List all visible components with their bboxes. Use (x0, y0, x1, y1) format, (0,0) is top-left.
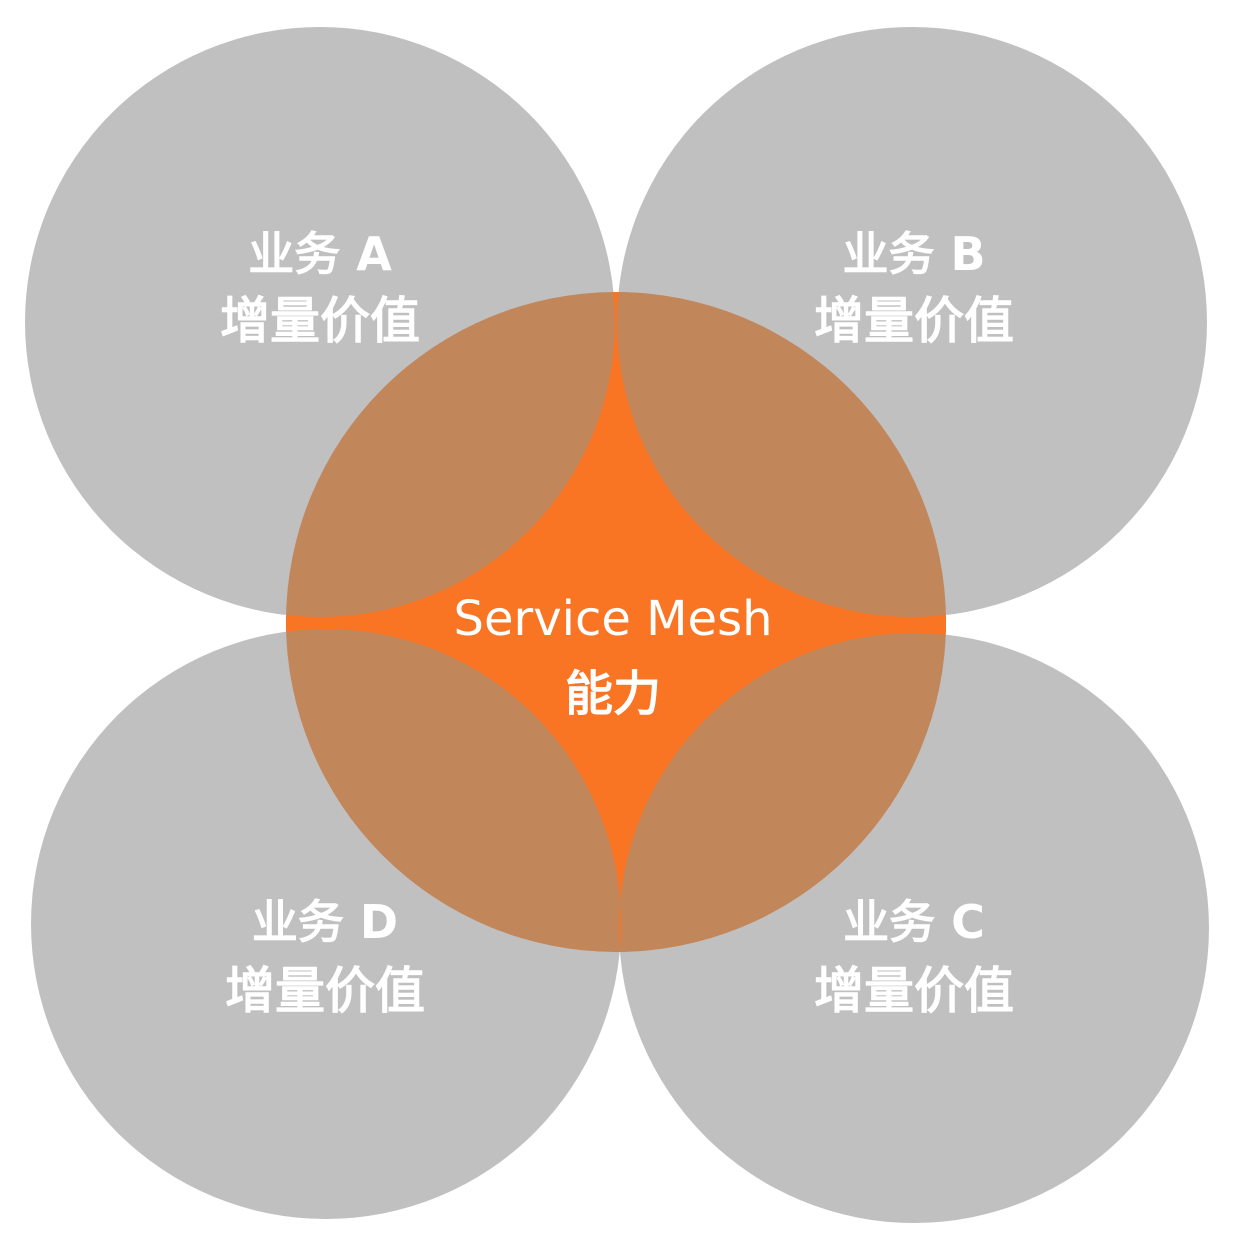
business-c-subtitle: 增量价值 (814, 962, 1014, 1020)
core-subtitle: 能力 (565, 666, 661, 722)
business-d-title: 业务 D (252, 895, 398, 949)
business-c-title: 业务 C (843, 895, 985, 949)
business-d-subtitle: 增量价值 (225, 962, 425, 1020)
core-title: Service Mesh (453, 591, 772, 647)
business-b-subtitle: 增量价值 (814, 292, 1014, 350)
core-star-group (286, 292, 946, 952)
business-a-title: 业务 A (248, 227, 392, 281)
business-b-title: 业务 B (842, 227, 985, 281)
core-star (286, 292, 946, 952)
business-a-subtitle: 增量价值 (220, 292, 420, 350)
